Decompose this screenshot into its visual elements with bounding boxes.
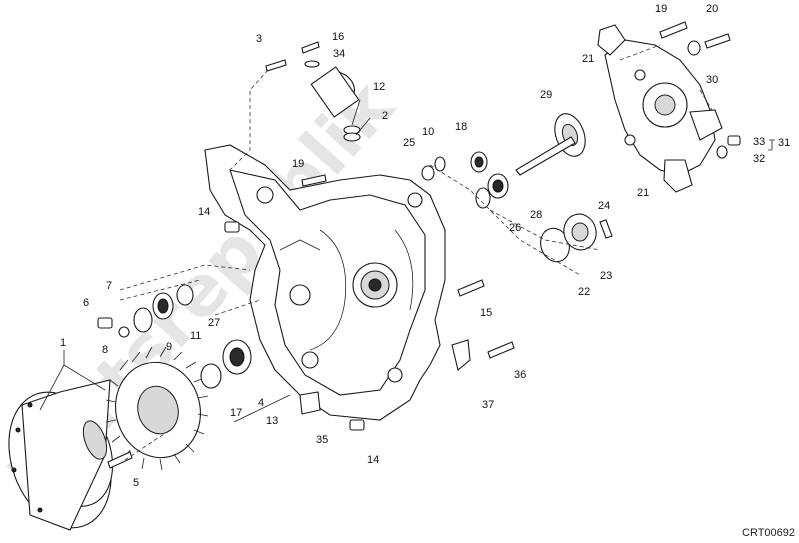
generator-rotor bbox=[8, 379, 114, 531]
callout-33: 33 bbox=[753, 136, 765, 148]
callout-9: 9 bbox=[166, 341, 172, 353]
callout-1: 1 bbox=[60, 337, 66, 349]
callout-29: 29 bbox=[540, 89, 552, 101]
callout-20: 20 bbox=[706, 3, 718, 15]
callout-35: 35 bbox=[316, 434, 328, 446]
callout-5: 5 bbox=[133, 477, 139, 489]
callout-21b: 21 bbox=[637, 187, 649, 199]
stator bbox=[105, 346, 209, 471]
callout-27: 27 bbox=[208, 317, 220, 329]
callout-14a: 14 bbox=[198, 206, 210, 218]
callout-19b: 19 bbox=[655, 3, 667, 15]
callout-11: 11 bbox=[190, 330, 201, 342]
callout-34: 34 bbox=[333, 48, 345, 60]
callout-3: 3 bbox=[256, 33, 262, 45]
callout-8: 8 bbox=[102, 344, 108, 356]
callout-22: 22 bbox=[578, 286, 590, 298]
callout-31: 31 bbox=[778, 137, 790, 149]
callout-36: 36 bbox=[514, 369, 526, 381]
leader-lines bbox=[39, 99, 775, 423]
water-pump-body bbox=[597, 24, 723, 193]
callout-30: 30 bbox=[706, 74, 718, 86]
callout-21a: 21 bbox=[582, 53, 594, 65]
callout-19a: 19 bbox=[292, 158, 304, 170]
drawing-code: CRT00692 bbox=[742, 527, 795, 539]
callout-16: 16 bbox=[332, 31, 344, 43]
bolts bbox=[107, 21, 741, 469]
callout-24: 24 bbox=[598, 200, 610, 212]
left-bearings bbox=[97, 221, 365, 431]
callout-4: 4 bbox=[258, 397, 264, 409]
callout-18: 18 bbox=[455, 121, 467, 133]
callout-7: 7 bbox=[106, 280, 112, 292]
generator-cover bbox=[204, 144, 446, 421]
callout-32: 32 bbox=[753, 153, 765, 165]
callout-10: 10 bbox=[422, 126, 434, 138]
seal-parts bbox=[304, 60, 597, 263]
pump-impeller-shaft bbox=[515, 113, 586, 176]
callout-15: 15 bbox=[480, 307, 492, 319]
callout-17: 17 bbox=[230, 407, 242, 419]
callout-26: 26 bbox=[509, 222, 521, 234]
callout-14b: 14 bbox=[367, 454, 379, 466]
callout-37: 37 bbox=[482, 399, 494, 411]
callout-labels: 1 2 3 4 5 6 7 8 9 10 11 12 13 14 14 15 1… bbox=[60, 3, 790, 489]
callout-25: 25 bbox=[403, 137, 415, 149]
callout-28: 28 bbox=[530, 209, 542, 221]
callout-6: 6 bbox=[83, 297, 89, 309]
assembly-guide-lines bbox=[119, 44, 713, 461]
callout-13: 13 bbox=[266, 415, 278, 427]
callout-2: 2 bbox=[382, 110, 388, 122]
callout-23: 23 bbox=[600, 270, 612, 282]
callout-12: 12 bbox=[373, 81, 385, 93]
